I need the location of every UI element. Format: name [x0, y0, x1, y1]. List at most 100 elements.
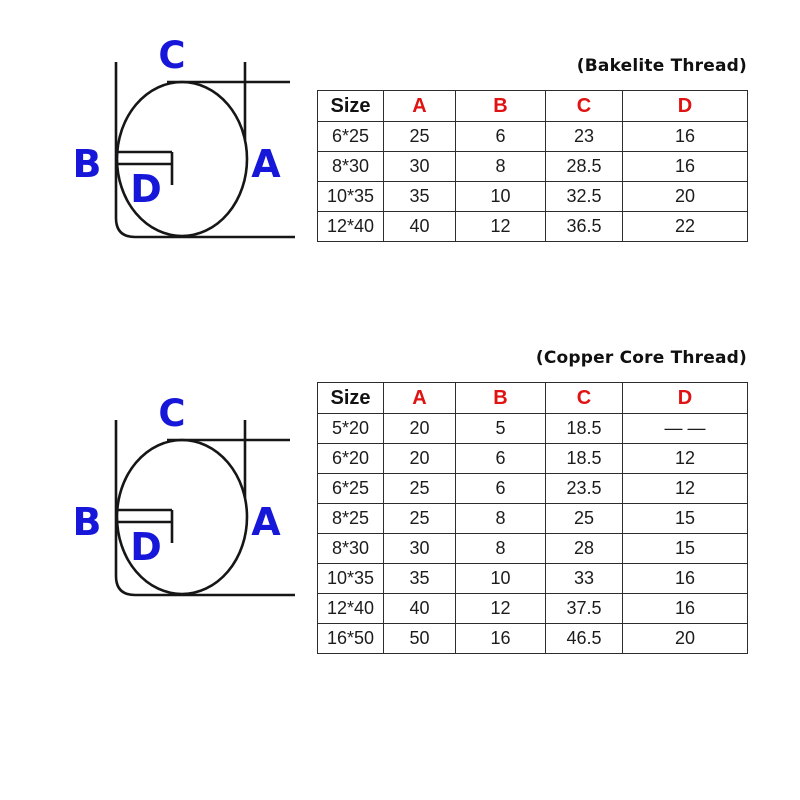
value-cell: 33: [545, 563, 623, 594]
dim-label-c: C: [158, 392, 185, 435]
value-cell: 20: [383, 413, 456, 444]
column-header-b: B: [455, 382, 546, 414]
value-cell: 16: [622, 121, 748, 152]
value-cell: 22: [622, 211, 748, 242]
column-header-c: C: [545, 382, 623, 414]
value-cell: 10: [455, 181, 546, 212]
value-cell: 50: [383, 623, 456, 654]
dim-label-a: A: [251, 500, 281, 544]
size-cell: 8*25: [317, 503, 384, 534]
value-cell: 28.5: [545, 151, 623, 182]
value-cell: 16: [622, 563, 748, 594]
value-cell: 15: [622, 503, 748, 534]
value-cell: 20: [622, 181, 748, 212]
value-cell: 18.5: [545, 443, 623, 474]
value-cell: 16: [455, 623, 546, 654]
value-cell: 25: [383, 121, 456, 152]
value-cell: 46.5: [545, 623, 623, 654]
value-cell: 5: [455, 413, 546, 444]
value-cell: 6: [455, 443, 546, 474]
value-cell: 20: [383, 443, 456, 474]
left-and-bottom-dimension-line: [114, 62, 295, 239]
value-cell: 15: [622, 533, 748, 564]
value-cell: 8: [455, 151, 546, 182]
value-cell: 12: [622, 473, 748, 504]
knob-circle: [115, 80, 249, 238]
value-cell: 16: [622, 151, 748, 182]
value-cell: 40: [383, 593, 456, 624]
size-cell: 12*40: [317, 593, 384, 624]
thread-shaft-outline: [116, 150, 174, 185]
size-column-header: Size: [317, 382, 384, 414]
size-cell: 12*40: [317, 211, 384, 242]
size-cell: 6*25: [317, 473, 384, 504]
dim-label-c: C: [158, 34, 185, 77]
dim-label-d: D: [130, 525, 162, 569]
screw-dimension-diagram-copper: C B A D: [73, 392, 295, 597]
size-cell: 5*20: [317, 413, 384, 444]
dim-label-a: A: [251, 142, 281, 186]
column-header-c: C: [545, 90, 623, 122]
value-cell: 12: [455, 593, 546, 624]
value-cell: 23: [545, 121, 623, 152]
size-cell: 10*35: [317, 563, 384, 594]
value-cell: 12: [455, 211, 546, 242]
value-cell: 36.5: [545, 211, 623, 242]
value-cell: 28: [545, 533, 623, 564]
size-cell: 8*30: [317, 533, 384, 564]
table-title-bakelite: (Bakelite Thread): [576, 56, 747, 76]
value-cell: 10: [455, 563, 546, 594]
size-cell: 10*35: [317, 181, 384, 212]
knob-circle: [115, 438, 249, 596]
value-cell: 25: [383, 503, 456, 534]
size-cell: 16*50: [317, 623, 384, 654]
column-header-d: D: [622, 90, 748, 122]
value-cell: 30: [383, 151, 456, 182]
dim-label-b: B: [73, 142, 102, 186]
value-cell: 40: [383, 211, 456, 242]
size-cell: 6*20: [317, 443, 384, 474]
value-cell: 32.5: [545, 181, 623, 212]
value-cell: 23.5: [545, 473, 623, 504]
value-cell: 12: [622, 443, 748, 474]
column-header-a: A: [383, 90, 456, 122]
size-cell: 8*30: [317, 151, 384, 182]
value-cell: 6: [455, 473, 546, 504]
column-header-b: B: [455, 90, 546, 122]
value-cell: 8: [455, 503, 546, 534]
value-cell: 20: [622, 623, 748, 654]
value-cell: 35: [383, 181, 456, 212]
column-header-a: A: [383, 382, 456, 414]
value-cell: 18.5: [545, 413, 623, 444]
dim-label-b: B: [73, 500, 102, 544]
value-cell: 25: [383, 473, 456, 504]
value-cell: 35: [383, 563, 456, 594]
column-header-d: D: [622, 382, 748, 414]
screw-dimension-diagram-bakelite: C B A D: [73, 34, 295, 239]
value-cell: 16: [622, 593, 748, 624]
size-column-header: Size: [317, 90, 384, 122]
value-cell: 37.5: [545, 593, 623, 624]
dim-label-d: D: [130, 167, 162, 211]
value-cell: — —: [622, 413, 748, 444]
value-cell: 30: [383, 533, 456, 564]
size-cell: 6*25: [317, 121, 384, 152]
left-and-bottom-dimension-line: [114, 420, 295, 597]
thread-shaft-outline: [116, 508, 174, 543]
